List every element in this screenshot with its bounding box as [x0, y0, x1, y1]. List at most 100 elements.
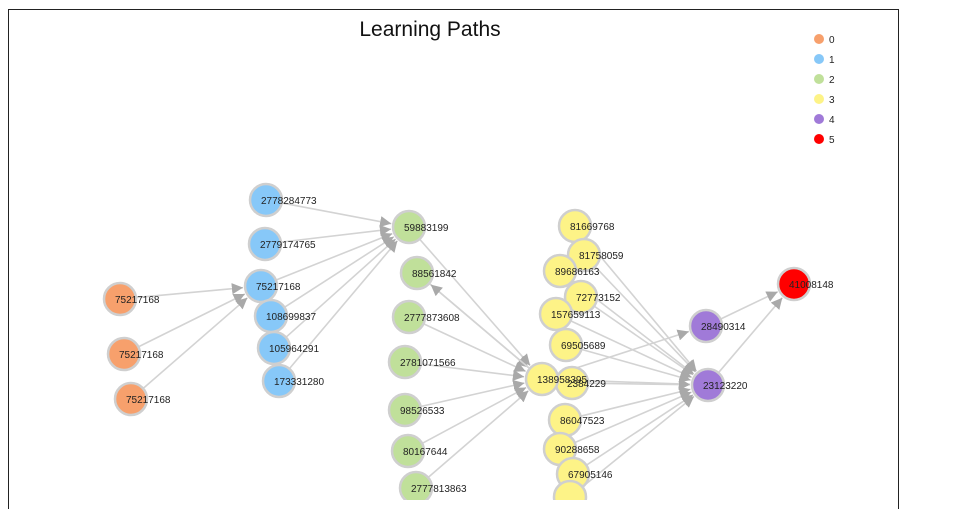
graph-node[interactable]: 2779174765: [247, 226, 316, 262]
node-circle[interactable]: [391, 209, 427, 245]
node-circle[interactable]: [542, 253, 578, 289]
graph-node[interactable]: 72773152: [563, 279, 621, 315]
edge-e2-f1: [717, 297, 783, 374]
node-circle[interactable]: [113, 381, 149, 417]
edge-b5-c1: [285, 238, 397, 338]
edge-c1-d8: [418, 238, 531, 366]
graph-node[interactable]: 2781071566: [387, 344, 456, 380]
graph-node[interactable]: 2777813863: [398, 470, 467, 500]
legend-swatch: [814, 94, 824, 104]
edge-d10-e2: [574, 391, 692, 444]
node-circle[interactable]: [538, 296, 574, 332]
graph-node[interactable]: [552, 479, 588, 500]
edge-c7-d8: [427, 390, 529, 479]
graph-node[interactable]: 138958395: [524, 361, 587, 397]
node-label: 69505689: [561, 341, 606, 352]
node-label: 75217168: [126, 395, 171, 406]
node-circle[interactable]: [261, 363, 297, 399]
node-label: 80167644: [403, 447, 448, 458]
node-label: 90288658: [555, 445, 600, 456]
node-label: 86047523: [560, 416, 605, 427]
node-label: 41008148: [789, 280, 834, 291]
legend-label: 4: [829, 115, 835, 126]
node-label: 75217168: [119, 350, 164, 361]
node-circle[interactable]: [247, 226, 283, 262]
node-label: 72773152: [576, 293, 621, 304]
edges-layer: [135, 202, 783, 488]
graph-node[interactable]: 69505689: [548, 327, 606, 363]
graph-node[interactable]: 75217168: [113, 381, 171, 417]
graph-node[interactable]: 86047523: [547, 402, 605, 438]
graph-node[interactable]: 108699837: [253, 298, 316, 334]
graph-node[interactable]: 157659113: [538, 296, 601, 332]
graph-node[interactable]: 59883199: [391, 209, 449, 245]
graph-node[interactable]: 80167644: [390, 433, 448, 469]
graph-node[interactable]: 28490314: [688, 308, 746, 344]
node-label: 108699837: [266, 312, 316, 323]
node-label: 23123220: [703, 381, 748, 392]
node-circle[interactable]: [102, 281, 138, 317]
edge-d11-e2: [585, 394, 694, 466]
node-label: 138958395: [537, 375, 587, 386]
node-label: 2781071566: [400, 358, 456, 369]
node-circle[interactable]: [248, 182, 284, 218]
node-label: 2777813863: [411, 484, 467, 495]
graph-node[interactable]: 81758059: [566, 237, 624, 273]
legend-label: 1: [829, 55, 835, 66]
node-circle[interactable]: [256, 330, 292, 366]
node-label: 28490314: [701, 322, 746, 333]
graph-frame: [8, 9, 899, 509]
edge-a3-b3: [142, 297, 248, 390]
legend-label: 2: [829, 75, 835, 86]
legend-label: 3: [829, 95, 835, 106]
node-circle[interactable]: [387, 392, 423, 428]
node-circle[interactable]: [690, 367, 726, 403]
node-label: 2779174765: [260, 240, 316, 251]
legend-swatch: [814, 134, 824, 144]
node-label: 157659113: [551, 310, 601, 321]
node-circle[interactable]: [106, 336, 142, 372]
edge-c3-d8: [423, 323, 527, 373]
node-circle[interactable]: [563, 279, 599, 315]
graph-node[interactable]: 75217168: [106, 336, 164, 372]
node-circle[interactable]: [688, 308, 724, 344]
graph-node[interactable]: 75217168: [102, 281, 160, 317]
node-label: 89686163: [555, 267, 600, 278]
node-circle[interactable]: [390, 433, 426, 469]
node-circle[interactable]: [387, 344, 423, 380]
node-label: 67905146: [568, 470, 613, 481]
node-circle[interactable]: [566, 237, 602, 273]
node-label: 81669768: [570, 222, 615, 233]
node-circle[interactable]: [548, 327, 584, 363]
legend-swatch: [814, 114, 824, 124]
graph-node[interactable]: 2777873608: [391, 299, 460, 335]
edge-c5-d8: [420, 379, 525, 408]
node-circle[interactable]: [399, 255, 435, 291]
graph-node[interactable]: 105964291: [256, 330, 319, 366]
edge-c4-d8: [420, 363, 525, 381]
graph-node[interactable]: 89686163: [542, 253, 600, 289]
chart-title: Learning Paths: [359, 18, 501, 41]
legend-swatch: [814, 34, 824, 44]
graph-node[interactable]: 75217168: [243, 268, 301, 304]
node-label: 105964291: [269, 344, 319, 355]
graph-node[interactable]: 98526533: [387, 392, 445, 428]
node-circle[interactable]: [776, 266, 812, 302]
edge-b6-c1: [288, 240, 399, 370]
graph-node[interactable]: 173331280: [261, 363, 324, 399]
node-circle[interactable]: [398, 470, 434, 500]
graph-node[interactable]: 41008148: [776, 266, 834, 302]
graph-node[interactable]: 88561842: [399, 255, 457, 291]
graph-node[interactable]: 23123220: [690, 367, 748, 403]
edge-b2-c1: [280, 224, 392, 243]
node-circle[interactable]: [552, 479, 588, 500]
node-circle[interactable]: [524, 361, 560, 397]
node-circle[interactable]: [391, 299, 427, 335]
edge-c6-d8: [421, 386, 527, 445]
edge-a2-b3: [137, 293, 246, 348]
edge-a1-b3: [135, 283, 244, 299]
graph-node[interactable]: 2778284773: [248, 182, 317, 218]
graph-node[interactable]: 81669768: [557, 208, 615, 244]
